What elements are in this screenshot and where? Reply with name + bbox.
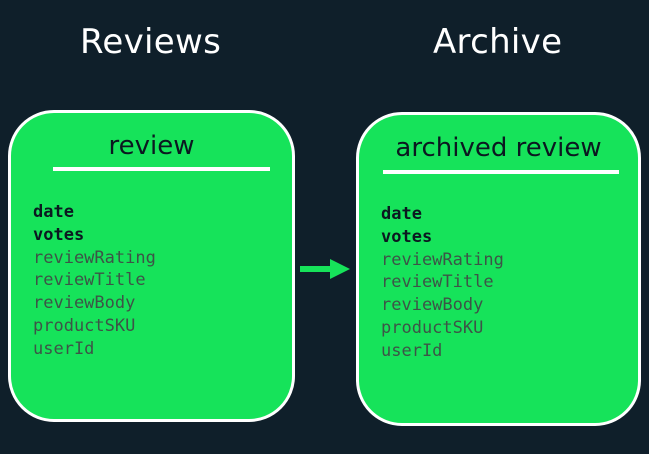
review-card-title: review [108, 131, 195, 161]
reviews-heading: Reviews [80, 22, 222, 62]
field-date: date [381, 204, 422, 224]
field-review-body: reviewBody [381, 295, 484, 316]
field-votes: votes [33, 224, 85, 245]
right-arrow-icon [300, 259, 350, 279]
archived-review-card: archived review date votes reviewRating … [356, 112, 641, 426]
field-review-title: reviewTitle [33, 270, 146, 291]
field-review-rating: reviewRating [381, 249, 504, 270]
field-votes: votes [381, 226, 433, 247]
arrow-shaft [300, 266, 334, 272]
arrow-head [330, 259, 350, 279]
field-user-id: userId [33, 338, 95, 359]
field-date: date [33, 202, 74, 222]
archived-review-field-list: date votes reviewRating reviewTitle revi… [381, 203, 504, 363]
archived-review-card-title: archived review [395, 133, 602, 163]
archived-review-card-title-underline [383, 170, 619, 174]
archive-heading: Archive [433, 22, 563, 62]
field-product-sku: productSKU [33, 315, 136, 336]
review-card: review date votes reviewRating reviewTit… [8, 110, 295, 422]
review-field-list: date votes reviewRating reviewTitle revi… [33, 201, 156, 361]
review-card-title-underline [53, 167, 270, 171]
field-review-title: reviewTitle [381, 272, 494, 293]
field-product-sku: productSKU [381, 317, 484, 338]
field-review-rating: reviewRating [33, 247, 156, 268]
field-review-body: reviewBody [33, 293, 136, 314]
field-user-id: userId [381, 340, 443, 361]
